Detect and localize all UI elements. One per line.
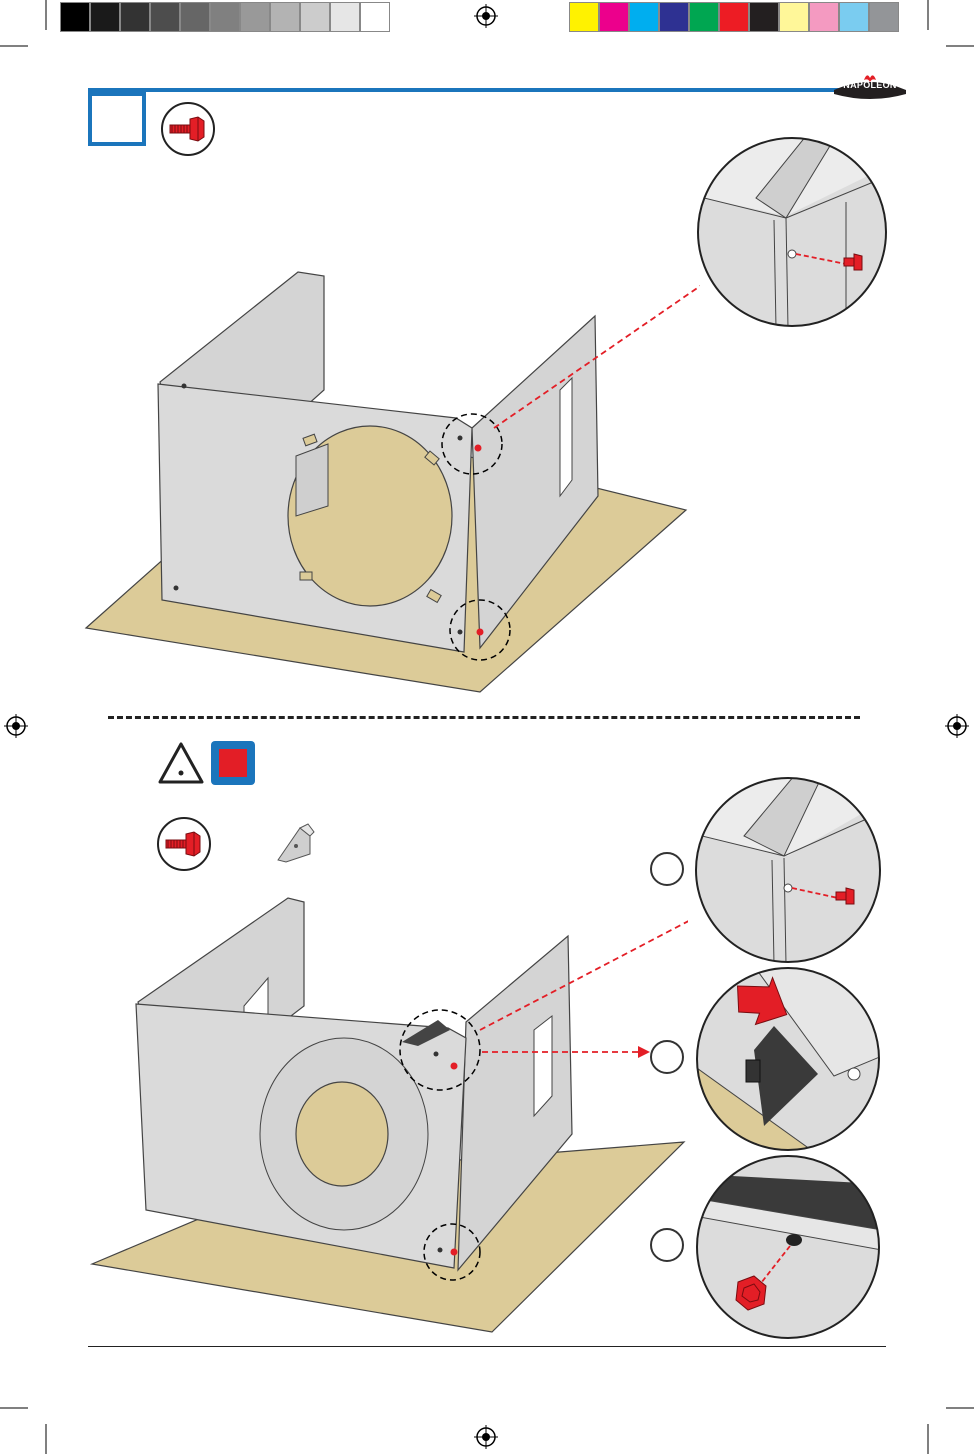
corner-screw-detail	[694, 776, 882, 964]
callout-number-3	[650, 1228, 684, 1262]
top-assembly-illustration	[80, 260, 700, 700]
bottom-assembly-illustration	[88, 890, 688, 1340]
screw-icon	[156, 816, 212, 872]
red-square-icon	[210, 740, 256, 786]
brand-logo: NAPOLEON	[832, 72, 908, 106]
corner-screw-detail	[696, 136, 888, 328]
callout-number-1	[650, 852, 684, 886]
footer-rule	[88, 1346, 886, 1347]
brand-name: NAPOLEON	[832, 80, 908, 90]
corner-bracket-icon	[274, 822, 322, 864]
callout-number-2	[650, 1040, 684, 1074]
section-divider	[108, 716, 860, 719]
bracket-screw-detail	[694, 1154, 882, 1340]
header-rule	[88, 88, 848, 92]
screw-icon	[160, 101, 216, 157]
warning-icon	[156, 740, 206, 786]
step-number-box	[88, 92, 146, 146]
bracket-insert-detail	[694, 966, 882, 1152]
